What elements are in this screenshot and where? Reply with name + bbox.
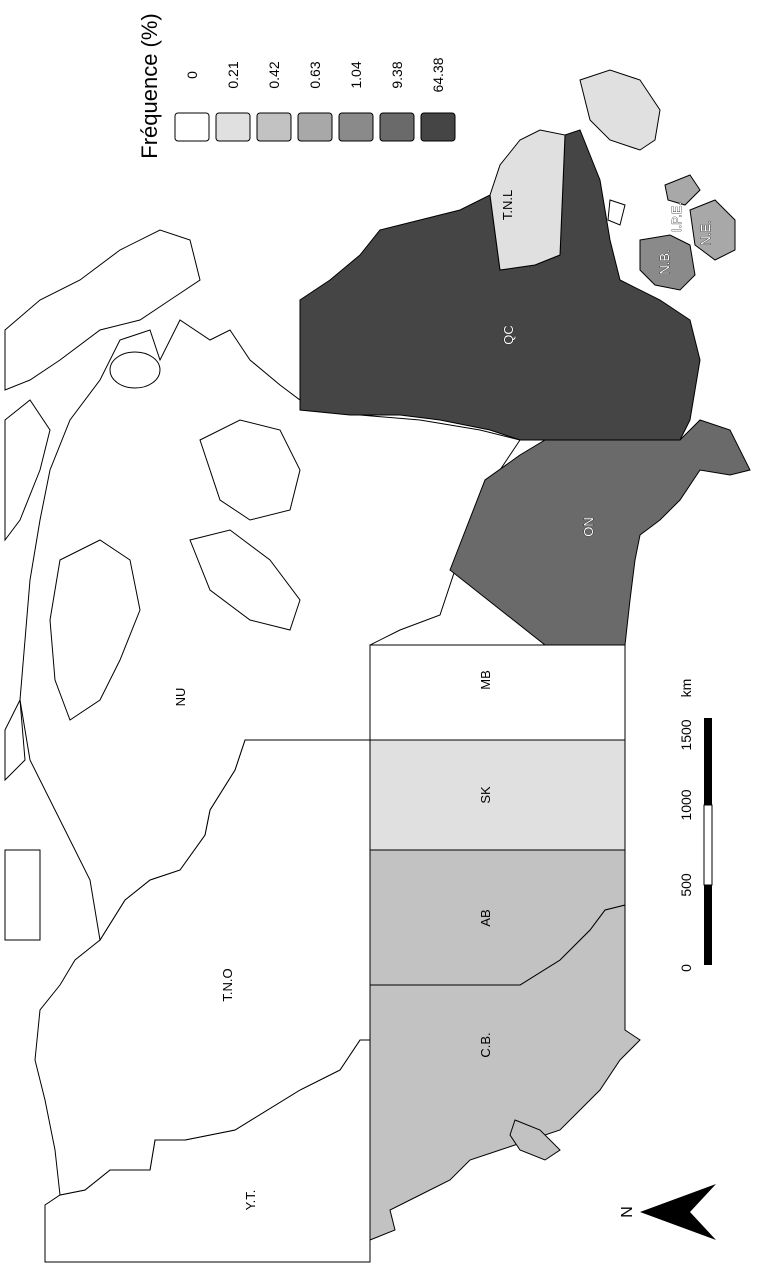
legend-label-2: 0.42 (266, 61, 282, 88)
label-sk: SK (478, 786, 493, 804)
province-sk (369, 739, 626, 851)
legend: Fréquence (%) 0 0.21 0.42 0.63 1.04 9.38 64.38 (137, 13, 456, 159)
legend-title: Fréquence (%) (137, 13, 162, 159)
legend-swatch-4 (338, 112, 374, 142)
north-arrow-label: N (619, 1206, 636, 1218)
province-ipe (664, 174, 701, 206)
label-yt: Y.T. (243, 1190, 258, 1211)
scale-tick-1500: 1500 (678, 719, 694, 750)
label-cb: C.B. (478, 1032, 493, 1057)
legend-label-1: 0.21 (225, 61, 241, 88)
province-qc (299, 129, 701, 441)
label-tnl: T.N.L (500, 190, 515, 220)
province-tnl-island (579, 69, 661, 151)
legend-swatch-6 (420, 112, 456, 142)
legend-label-0: 0 (184, 71, 200, 79)
legend-swatch-0 (174, 112, 210, 142)
lake-feature (607, 199, 626, 226)
label-qc: QC (501, 325, 516, 345)
legend-swatch-2 (256, 112, 292, 142)
scale-seg-3 (704, 718, 712, 805)
province-tnl (489, 129, 566, 271)
label-tno: T.N.O (220, 968, 235, 1001)
scale-seg-2 (703, 804, 713, 886)
label-ab: AB (478, 909, 493, 926)
province-mb (369, 644, 626, 741)
legend-swatch-5 (379, 112, 415, 142)
scale-bar: 0 500 1000 1500 km (678, 679, 713, 972)
legend-entries: 0 0.21 0.42 0.63 1.04 9.38 64.38 (174, 57, 456, 142)
province-on (449, 419, 751, 646)
label-ipe: I.P.E. (669, 202, 684, 232)
label-nb: N.B. (657, 249, 672, 274)
legend-swatch-1 (215, 112, 251, 142)
scale-tick-1000: 1000 (678, 789, 694, 820)
scale-tick-500: 500 (678, 873, 694, 897)
province-nb (639, 234, 696, 291)
province-ab (369, 849, 626, 986)
scale-unit: km (678, 679, 694, 698)
label-ne: N.E. (698, 220, 713, 245)
legend-swatch-3 (297, 112, 333, 142)
arctic-islands (4, 229, 301, 941)
scale-tick-0: 0 (678, 964, 694, 972)
legend-label-3: 0.63 (307, 61, 323, 88)
legend-label-4: 1.04 (348, 61, 364, 88)
province-cb-island (509, 1119, 561, 1161)
province-ne (689, 199, 736, 261)
label-on: ON (581, 517, 596, 537)
north-arrow: N (619, 1184, 716, 1240)
scale-seg-1 (704, 885, 712, 965)
legend-label-5: 9.38 (389, 61, 405, 88)
label-nu: NU (173, 688, 188, 707)
label-mb: MB (478, 670, 493, 690)
north-arrow-icon (640, 1184, 716, 1240)
legend-label-6: 64.38 (430, 57, 446, 92)
province-labels: Y.T. T.N.O NU C.B. AB SK MB ON QC T.N.L … (173, 190, 713, 1211)
